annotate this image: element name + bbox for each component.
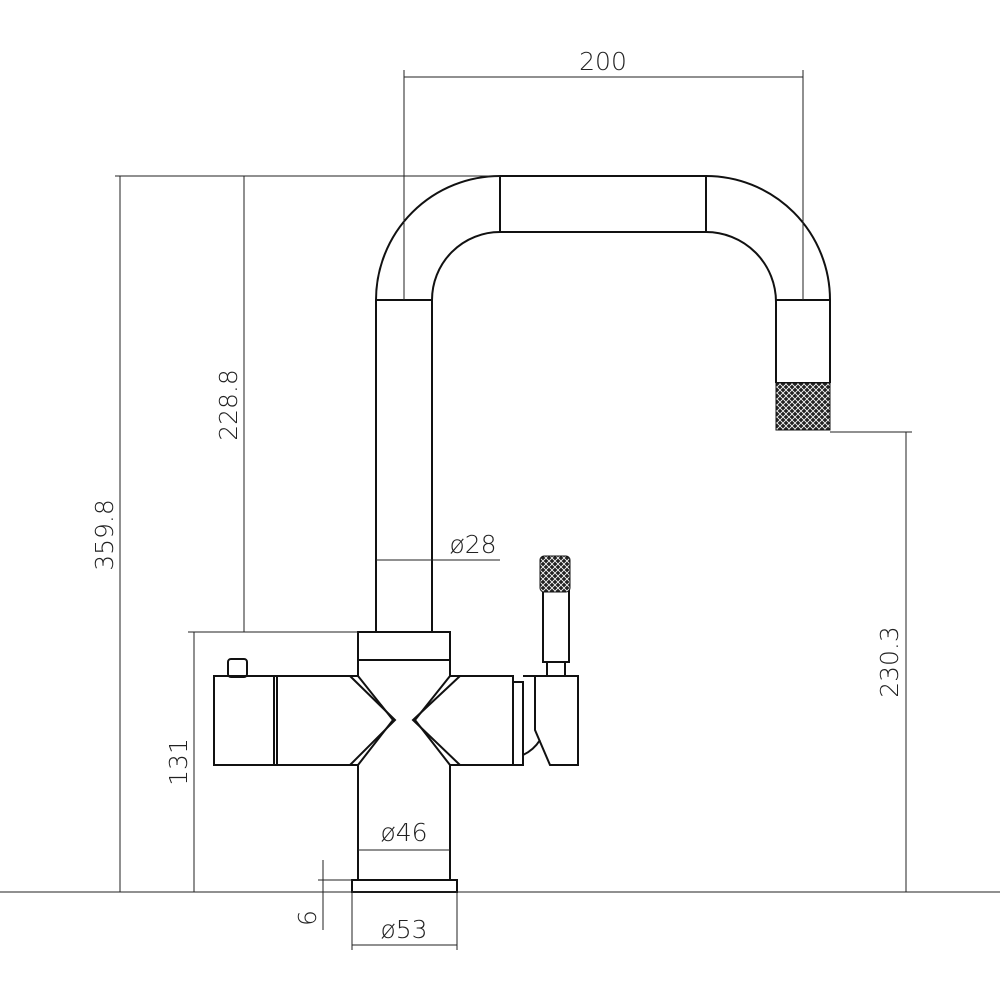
aerator-knurl xyxy=(775,382,831,431)
dim-spout-reach: 200 xyxy=(579,47,627,76)
dim-total-height: 359.8 xyxy=(90,499,119,571)
dim-spout-diameter: ø28 xyxy=(449,530,496,559)
dim-spout-height: 228.8 xyxy=(214,369,243,441)
dim-base-diameter: ø53 xyxy=(380,915,427,944)
dim-body-height: 131 xyxy=(164,738,193,786)
faucet-outline xyxy=(213,175,831,893)
dim-outlet-height: 230.3 xyxy=(875,626,904,698)
dim-base-thickness: 6 xyxy=(293,910,322,926)
dim-body-diameter: ø46 xyxy=(380,818,427,847)
knob xyxy=(227,658,248,678)
lever-knurl xyxy=(539,555,571,593)
dimension-lines xyxy=(0,70,1000,950)
